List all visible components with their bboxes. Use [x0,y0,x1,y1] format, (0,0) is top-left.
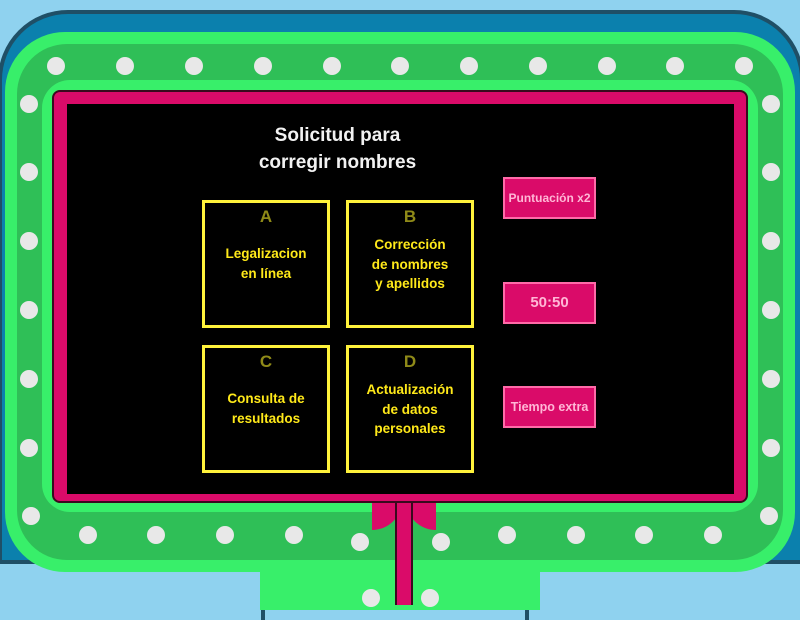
answer-text-line: Actualización [366,382,454,397]
light-dot [762,232,780,250]
answer-text-line: Consulta de [227,391,305,406]
light-dot [421,589,439,607]
light-dot [47,57,65,75]
answer-text-line: Corrección [374,237,446,252]
light-dot [362,589,380,607]
light-dot [432,533,450,551]
answer-text-line: en línea [240,265,292,281]
answer-text: Actualización de datos personales [355,380,465,439]
answer-text-line: personales [374,421,446,436]
answer-letter: D [403,352,417,371]
answer-text: Consulta de resultados [211,389,321,428]
light-dot [735,57,753,75]
light-dot [704,526,722,544]
light-dot [498,526,516,544]
light-dot [598,57,616,75]
light-dot [20,439,38,457]
light-dot [351,533,369,551]
light-dot [762,301,780,319]
light-dot [216,526,234,544]
light-dot [147,526,165,544]
light-dot [762,370,780,388]
light-dot [567,526,585,544]
powerup-extra-time-button[interactable]: Tiempo extra [503,386,596,428]
light-dot [762,95,780,113]
answer-text: Corrección de nombres y apellidos [355,235,465,294]
light-dot [323,57,341,75]
answer-letter: C [259,352,273,371]
light-dot [20,370,38,388]
answer-option-a[interactable]: A Legalizacion en línea [202,200,330,328]
light-dot [666,57,684,75]
answer-text-line: de datos [382,401,438,417]
light-dot [762,439,780,457]
answer-letter: A [259,207,273,226]
answer-text-line: Legalizacion [225,246,307,261]
light-dot [762,163,780,181]
light-dot [635,526,653,544]
light-dot [20,301,38,319]
light-dot [185,57,203,75]
light-dot [22,507,40,525]
light-dot [254,57,272,75]
answer-letter: B [403,207,417,226]
answer-text: Legalizacion en línea [211,244,321,283]
pink-stem [395,495,413,605]
light-dot [79,526,97,544]
light-dot [20,95,38,113]
answer-text-line: de nombres [371,256,449,272]
answer-option-d[interactable]: D Actualización de datos personales [346,345,474,473]
question-line-1: Solicitud para [274,125,401,146]
light-dot [285,526,303,544]
powerup-fifty-fifty-button[interactable]: 50:50 [503,282,596,324]
answer-option-c[interactable]: C Consulta de resultados [202,345,330,473]
light-dot [529,57,547,75]
light-dot [391,57,409,75]
answer-option-b[interactable]: B Corrección de nombres y apellidos [346,200,474,328]
light-dot [460,57,478,75]
light-dot [20,163,38,181]
powerup-double-score-button[interactable]: Puntuación x2 [503,177,596,219]
light-dot [760,507,778,525]
light-dot [116,57,134,75]
light-dot [20,232,38,250]
answer-text-line: y apellidos [375,276,445,291]
question-line-2: corregir nombres [258,152,417,173]
question-text: Solicitud para corregir nombres [210,122,465,176]
answer-text-line: resultados [231,410,301,426]
